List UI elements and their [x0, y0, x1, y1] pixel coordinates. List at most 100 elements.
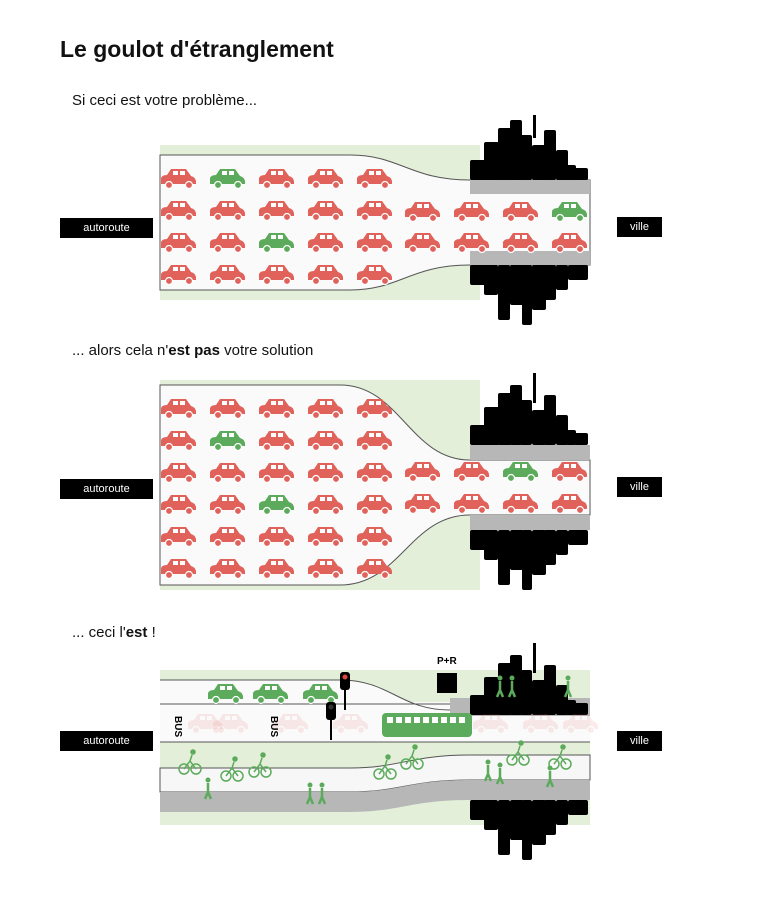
building [498, 265, 510, 320]
car-window [278, 529, 283, 533]
car-wheel [184, 506, 194, 516]
car-body [259, 265, 294, 280]
car-window [227, 686, 232, 690]
cyclist-icon [220, 756, 244, 782]
building [470, 160, 488, 180]
body [563, 681, 573, 698]
car-window [229, 203, 234, 207]
head [497, 675, 503, 681]
traffic-light-icon [340, 672, 350, 710]
building [470, 425, 488, 445]
car-body [308, 559, 343, 574]
car-body [405, 233, 440, 248]
car-body [213, 714, 248, 729]
car-window [278, 433, 283, 437]
car-window [571, 235, 576, 239]
car-wheel [276, 695, 286, 705]
car-wheel [360, 410, 370, 420]
building [568, 265, 588, 280]
car-wheel [360, 474, 370, 484]
car-window [466, 204, 471, 208]
head [509, 675, 515, 681]
car-body [161, 169, 196, 184]
building [556, 800, 568, 825]
car-body [210, 431, 245, 446]
car-red-icon [259, 399, 294, 420]
car-red-icon [308, 559, 343, 580]
head [319, 782, 325, 788]
car-body [210, 399, 245, 414]
car-window [173, 401, 178, 405]
car-red-icon [357, 431, 392, 452]
car-window [327, 465, 332, 469]
body [495, 768, 505, 785]
head [385, 754, 391, 760]
car-red-icon [161, 233, 196, 254]
building [522, 800, 532, 860]
car-window [564, 464, 569, 468]
car-window [515, 235, 520, 239]
bus-lane-marking: BUS [268, 716, 279, 737]
car-red-icon [161, 201, 196, 222]
diagram-bottleneck-problem [159, 115, 591, 325]
caption-text: ! [147, 624, 156, 641]
car-red-icon [210, 527, 245, 548]
car-window [173, 529, 178, 533]
bus-window [387, 717, 393, 723]
car-wheel [296, 725, 306, 735]
car-wheel [213, 474, 223, 484]
car-wheel [526, 244, 536, 254]
car-window [180, 203, 185, 207]
car-window [345, 716, 350, 720]
car-wheel [506, 244, 516, 254]
head [190, 749, 196, 755]
car-window [369, 497, 374, 501]
car-wheel [282, 410, 292, 420]
car-wheel [380, 474, 390, 484]
head [518, 740, 524, 746]
light [328, 704, 334, 710]
car-wheel [233, 180, 243, 190]
car-window [535, 716, 540, 720]
car-body [210, 495, 245, 510]
label-autoroute-3: autoroute [60, 731, 153, 751]
car-red-icon [405, 494, 440, 515]
bus-window [405, 717, 411, 723]
car-body [357, 169, 392, 184]
car-wheel [526, 725, 536, 735]
car-window [320, 433, 325, 437]
car-wheel [336, 725, 346, 735]
car-body [259, 399, 294, 414]
car-wheel [282, 180, 292, 190]
building [510, 800, 524, 840]
car-window [376, 203, 381, 207]
building [522, 265, 532, 325]
building [520, 670, 532, 715]
building [544, 130, 556, 180]
car-window [265, 686, 270, 690]
car-window [376, 235, 381, 239]
cyclist-icon [548, 744, 572, 770]
car-wheel [184, 570, 194, 580]
car-window [575, 716, 580, 720]
car-red-icon [357, 265, 392, 286]
car-window [473, 464, 478, 468]
building [484, 800, 498, 830]
car-wheel [506, 213, 516, 223]
car-window [320, 235, 325, 239]
car-body [210, 265, 245, 280]
car-window [222, 529, 227, 533]
car-red-icon [161, 527, 196, 548]
car-window [271, 267, 276, 271]
car-window [173, 465, 178, 469]
wheel [400, 758, 412, 770]
car-wheel [213, 538, 223, 548]
car-green-icon [503, 462, 538, 483]
car-window [417, 204, 422, 208]
car-wheel [282, 442, 292, 452]
car-wheel [360, 538, 370, 548]
car-window [207, 716, 212, 720]
car-window [222, 561, 227, 565]
car-body [357, 399, 392, 414]
cyclist-icon [178, 749, 202, 775]
